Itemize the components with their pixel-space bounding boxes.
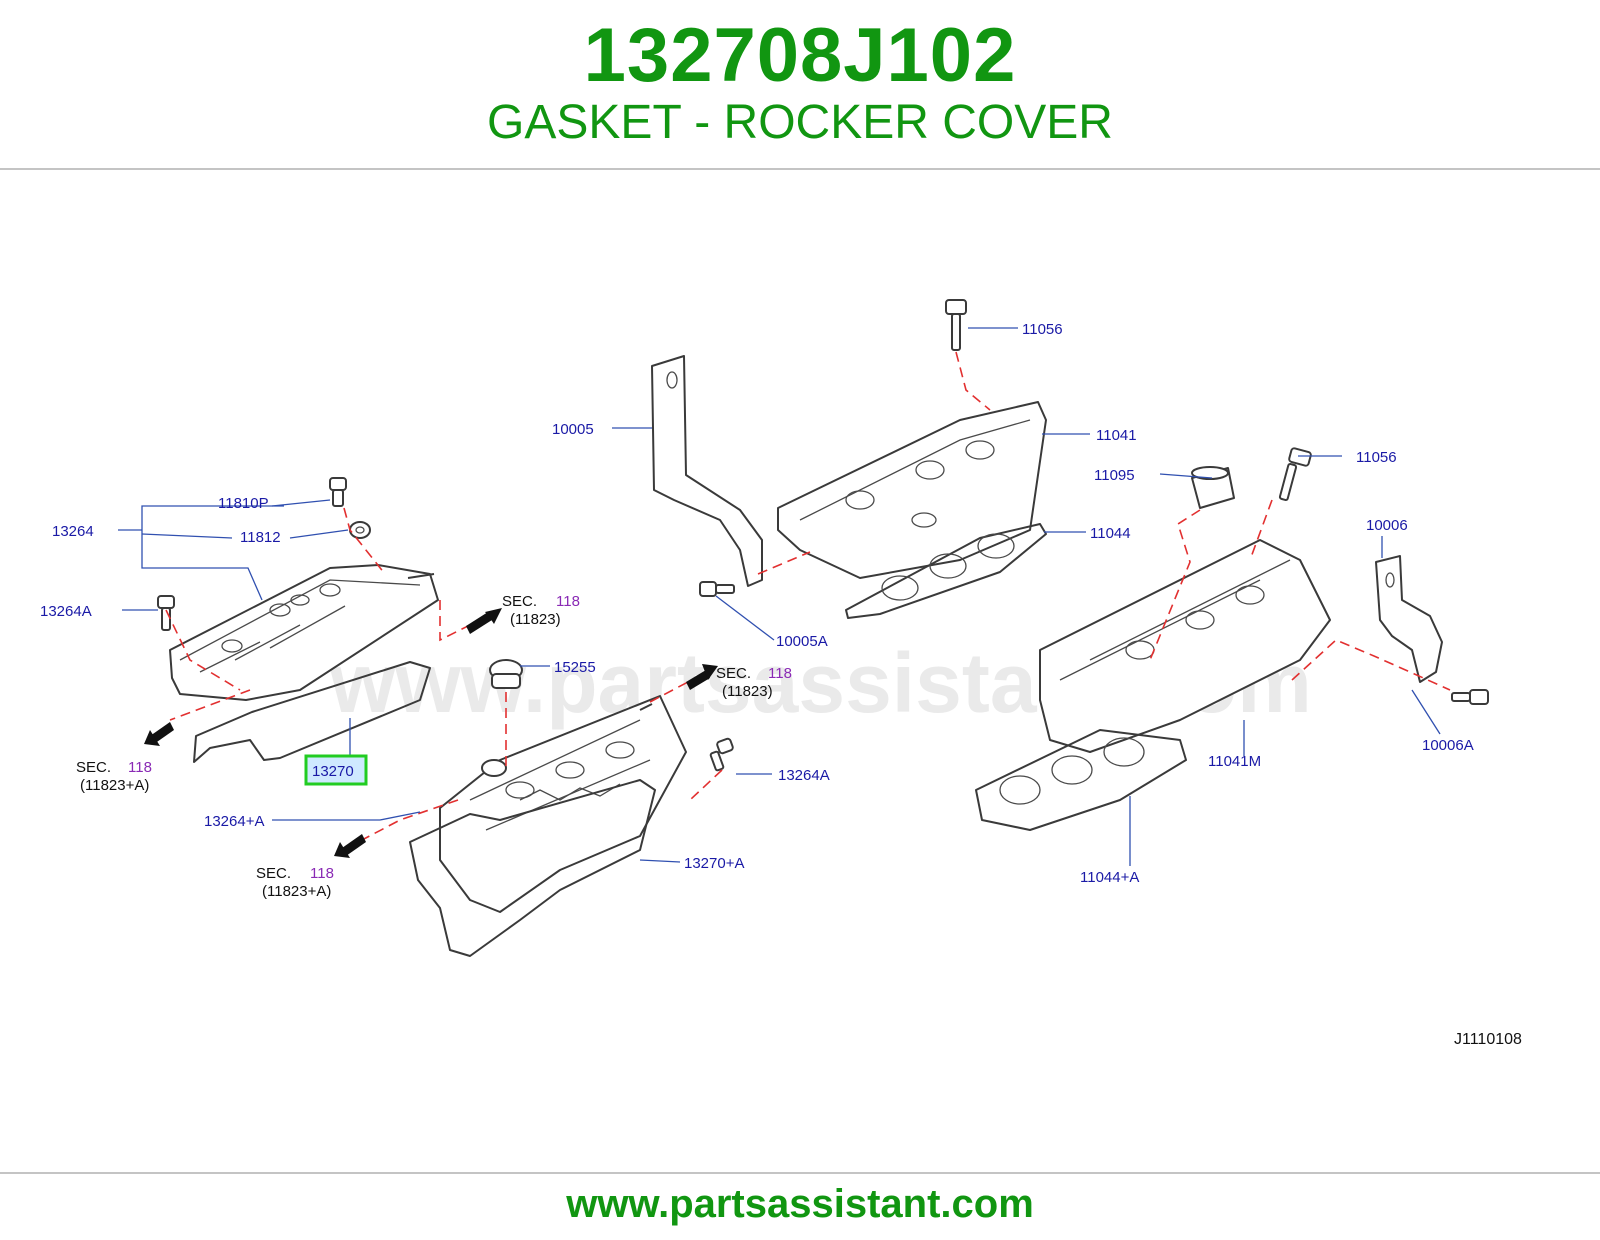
- label-11095[interactable]: 11095: [1094, 467, 1135, 484]
- label-11044[interactable]: 11044: [1090, 525, 1131, 542]
- svg-text:SEC.: SEC.: [502, 593, 537, 610]
- rocker-cover-gasket-left[interactable]: [193, 661, 431, 763]
- svg-text:118: 118: [310, 865, 334, 882]
- head-gasket-11044[interactable]: [845, 523, 1047, 619]
- rocker-cover-gasket-right[interactable]: [409, 779, 656, 957]
- label-13270[interactable]: 13270: [312, 763, 354, 780]
- svg-text:(11823): (11823): [722, 683, 773, 700]
- part-name-subtitle: GASKET - ROCKER COVER: [487, 96, 1113, 149]
- arrow-icon-3: [150, 722, 174, 744]
- svg-text:SEC.: SEC.: [256, 865, 291, 882]
- bolt-13264a-left[interactable]: [157, 595, 175, 631]
- cylinder-head-11041[interactable]: [777, 401, 1047, 579]
- label-11812[interactable]: 11812: [240, 529, 281, 546]
- svg-text:(11823+A): (11823+A): [80, 777, 149, 794]
- svg-text:(11823+A): (11823+A): [262, 883, 331, 900]
- pcv-valve[interactable]: [329, 477, 347, 507]
- arrow-icon-2: [686, 670, 710, 690]
- label-11056-top[interactable]: 11056: [1022, 321, 1063, 338]
- dowel-pin-11095[interactable]: [1191, 466, 1235, 509]
- rocker-cover-right[interactable]: [439, 695, 687, 913]
- head-bolt-11056-right[interactable]: [1278, 447, 1312, 501]
- label-10005a[interactable]: 10005A: [776, 633, 828, 650]
- bolt-13264a-right[interactable]: [709, 737, 734, 772]
- header-divider: [0, 168, 1600, 170]
- assembly-lines: [165, 351, 1451, 841]
- engine-bracket-10005[interactable]: [651, 355, 763, 587]
- head-bolt-11056-top[interactable]: [945, 299, 967, 351]
- page-header: 132708J102 GASKET - ROCKER COVER: [0, 0, 1600, 168]
- label-11056-right[interactable]: 11056: [1356, 449, 1397, 466]
- svg-text:SEC.: SEC.: [716, 665, 751, 682]
- arrow-icon-1: [468, 608, 502, 632]
- label-10006[interactable]: 10006: [1366, 517, 1408, 534]
- label-10005[interactable]: 10005: [552, 421, 594, 438]
- footer-divider: [0, 1172, 1600, 1174]
- arrow-icon-4: [342, 834, 366, 856]
- sec-ref-bottom-middle[interactable]: SEC. 118 (11823+A): [256, 865, 334, 900]
- sec-ref-top-right[interactable]: SEC. 118 (11823): [716, 665, 792, 700]
- pcv-grommet[interactable]: [349, 521, 371, 539]
- sec-arrows: [144, 608, 718, 858]
- label-11041[interactable]: 11041: [1096, 427, 1137, 444]
- label-11044plusa[interactable]: 11044+A: [1080, 869, 1139, 886]
- label-15255[interactable]: 15255: [554, 659, 596, 676]
- label-11810p[interactable]: 11810P: [218, 495, 269, 512]
- svg-text:118: 118: [768, 665, 792, 682]
- rocker-cover-left[interactable]: [169, 564, 439, 701]
- highlight-box-13270[interactable]: [304, 754, 368, 786]
- svg-text:(11823): (11823): [510, 611, 561, 628]
- svg-text:SEC.: SEC.: [76, 759, 111, 776]
- label-11041m[interactable]: 11041M: [1208, 753, 1261, 770]
- label-10006a[interactable]: 10006A: [1422, 737, 1474, 754]
- diagram-reference-id: J1110108: [1454, 1031, 1522, 1048]
- label-13264a-right[interactable]: 13264A: [778, 767, 830, 784]
- head-gasket-11044plusa[interactable]: [975, 729, 1187, 831]
- label-13270plusa[interactable]: 13270+A: [684, 855, 744, 872]
- engine-bracket-10006[interactable]: [1375, 555, 1443, 683]
- part-number-title: 132708J102: [583, 13, 1017, 98]
- footer-website-url[interactable]: www.partsassistant.com: [566, 1182, 1034, 1226]
- cylinder-head-11041m[interactable]: [1039, 539, 1331, 753]
- leader-lines: [118, 327, 1441, 866]
- label-13264plusa[interactable]: 13264+A: [204, 813, 264, 830]
- label-13264a-left[interactable]: 13264A: [40, 603, 92, 620]
- sec-ref-top-left[interactable]: SEC. 118 (11823): [502, 593, 580, 628]
- sec-ref-bottom-left[interactable]: SEC. 118 (11823+A): [76, 759, 152, 794]
- bolt-10006a[interactable]: [1451, 689, 1489, 705]
- label-13264[interactable]: 13264: [52, 523, 94, 540]
- svg-text:118: 118: [556, 593, 580, 610]
- oil-filler-cap[interactable]: [489, 659, 523, 689]
- bolt-10005a[interactable]: [699, 581, 735, 597]
- svg-text:118: 118: [128, 759, 152, 776]
